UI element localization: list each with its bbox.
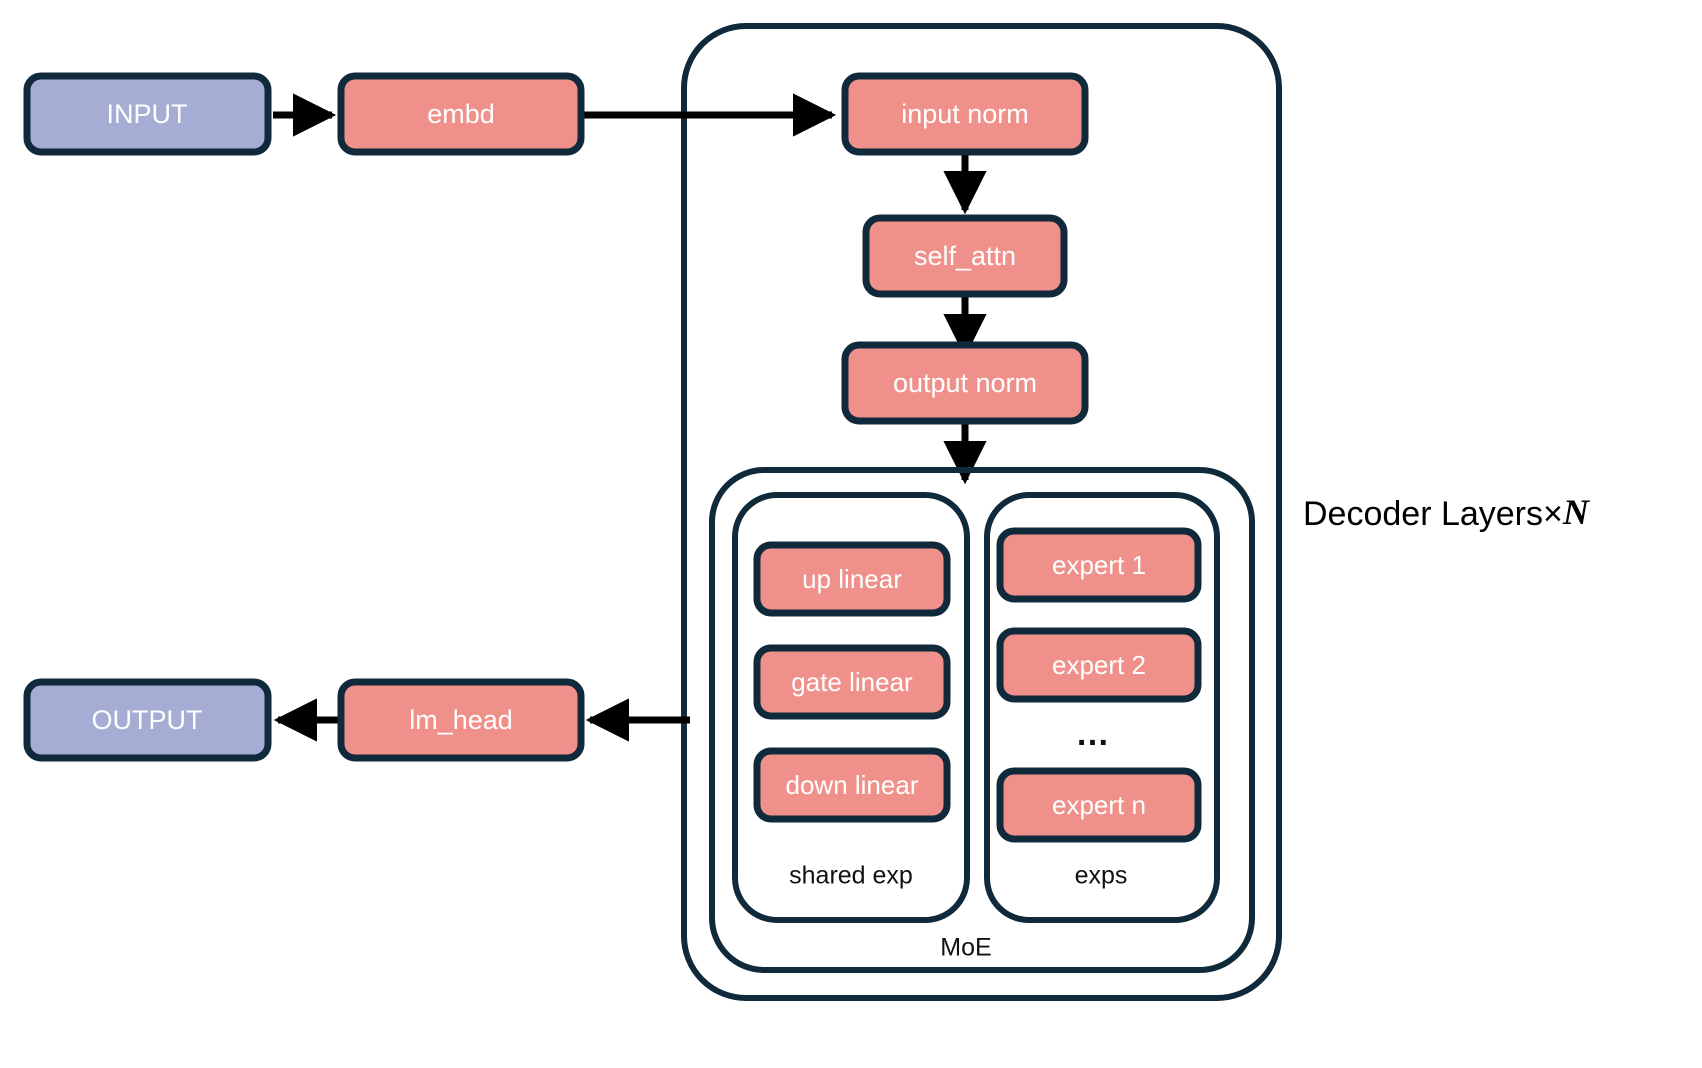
shared-expert-container [732, 492, 970, 923]
node-embd-label: embd [427, 99, 495, 129]
node-input[interactable]: INPUT [23, 72, 272, 156]
moe-container [709, 467, 1255, 973]
svg-text:Decoder Layers×N: Decoder Layers×N [1303, 492, 1591, 533]
node-self-attn-label: self_attn [914, 241, 1016, 271]
node-input-norm[interactable]: input norm [841, 72, 1089, 156]
node-expert-2[interactable]: expert 2 [996, 627, 1202, 703]
node-expert-n-label: expert n [1052, 790, 1146, 820]
decoder-layers-container [681, 23, 1282, 1001]
node-input-norm-label: input norm [901, 99, 1029, 129]
node-embd[interactable]: embd [337, 72, 585, 156]
node-lm-head[interactable]: lm_head [337, 678, 585, 762]
node-output-norm-label: output norm [893, 368, 1037, 398]
decoder-layers-caption: Decoder Layers×N [1303, 492, 1591, 533]
node-output-norm[interactable]: output norm [841, 341, 1089, 425]
node-input-label: INPUT [107, 99, 188, 129]
shared-expert-label: shared exp [789, 862, 913, 890]
node-down-linear-label: down linear [786, 770, 919, 800]
decoder-layers-caption-text: Decoder Layers× [1303, 495, 1563, 533]
experts-container [984, 492, 1220, 923]
moe-label: MoE [940, 934, 991, 962]
node-lm-head-label: lm_head [409, 705, 513, 735]
experts-ellipsis: … [1076, 715, 1111, 753]
node-output[interactable]: OUTPUT [23, 678, 272, 762]
node-self-attn[interactable]: self_attn [862, 214, 1068, 298]
node-down-linear[interactable]: down linear [753, 747, 951, 823]
node-gate-linear-label: gate linear [791, 667, 913, 697]
node-up-linear[interactable]: up linear [753, 541, 951, 617]
node-expert-2-label: expert 2 [1052, 650, 1146, 680]
node-output-label: OUTPUT [92, 705, 203, 735]
node-gate-linear[interactable]: gate linear [753, 644, 951, 720]
decoder-layers-caption-n: N [1562, 492, 1591, 532]
node-expert-n[interactable]: expert n [996, 767, 1202, 843]
node-expert-1-label: expert 1 [1052, 550, 1146, 580]
node-expert-1[interactable]: expert 1 [996, 527, 1202, 603]
node-up-linear-label: up linear [802, 564, 902, 594]
experts-label: exps [1075, 862, 1128, 890]
